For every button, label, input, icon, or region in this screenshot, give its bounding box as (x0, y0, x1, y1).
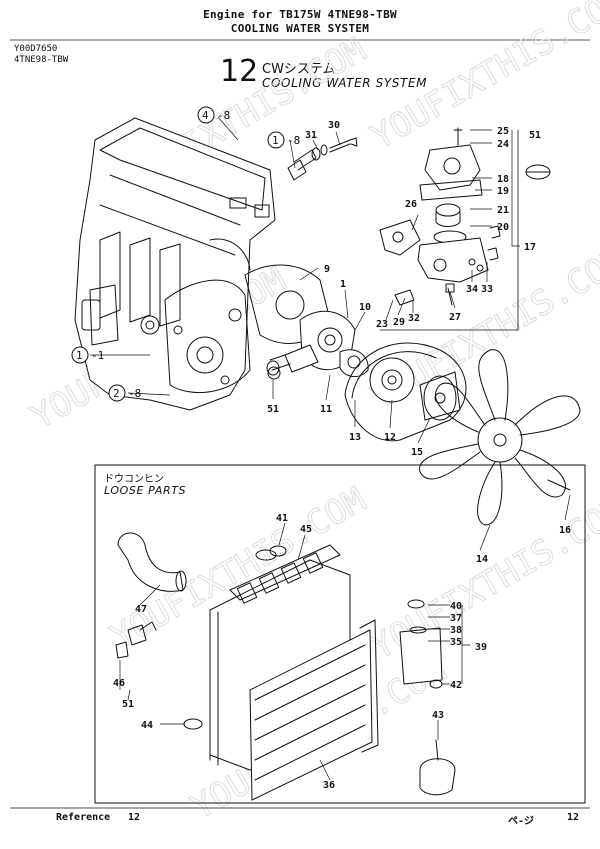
footer-page-label: ペ-ジ (508, 816, 535, 827)
part-label: 26 (405, 199, 417, 210)
engine-block (74, 117, 276, 411)
assembly-bracket (379, 129, 519, 331)
part-label: 42 (450, 680, 462, 691)
part-label: 13 (349, 432, 361, 443)
part-label: 9 (324, 264, 330, 275)
part-label: 32 (408, 313, 420, 324)
circled-ref-suffix: -1 (91, 349, 104, 362)
part-label: 41 (276, 513, 288, 524)
part-label: 51 (122, 699, 134, 710)
part-label: 38 (450, 625, 462, 636)
model-code: 4TNE98-TBW (14, 55, 69, 65)
part-label: 31 (305, 130, 317, 141)
doc-code: Y00D7650 (14, 44, 58, 54)
thermostat-housing-assembly (379, 127, 551, 306)
part-label: 36 (323, 780, 335, 791)
footer-reference-label: Reference (56, 812, 111, 823)
part-label: 12 (384, 432, 396, 443)
part-label: 44 (141, 720, 153, 731)
radiator (209, 544, 379, 801)
section-title-japanese: CWシステム (262, 62, 336, 77)
drain-cock-assembly (287, 137, 358, 181)
hose-clamp (183, 718, 203, 730)
footer-reference-value: 12 (128, 812, 141, 823)
loose-parts-box (94, 464, 586, 804)
footer-page-value: 12 (567, 812, 580, 823)
part-label: 19 (497, 186, 509, 197)
water-pump-assembly (244, 264, 369, 377)
circled-ref-number: 2 (113, 387, 120, 400)
part-label: 16 (559, 525, 571, 536)
circled-ref-suffix: -8 (217, 109, 230, 122)
part-label: 1 (340, 279, 346, 290)
part-label: 37 (450, 613, 462, 624)
part-label: 29 (393, 317, 405, 328)
part-label: 23 (376, 319, 388, 330)
part-label: 33 (481, 284, 493, 295)
header-line-1: Engine for TB175W 4TNE98-TBW (203, 8, 397, 21)
part-label: 30 (328, 120, 340, 131)
cooling-fan (419, 349, 581, 526)
circled-ref-number: 1 (76, 349, 83, 362)
part-label: 35 (450, 637, 462, 648)
part-label: 24 (497, 139, 509, 150)
part-label: 43 (432, 710, 444, 721)
hose-clamp (267, 366, 281, 380)
circled-ref-suffix: -8 (287, 134, 300, 147)
header-line-2: COOLING WATER SYSTEM (230, 22, 370, 35)
part-label: 14 (476, 554, 488, 565)
part-label: 20 (497, 222, 509, 233)
part-label: 18 (497, 174, 509, 185)
circled-ref-suffix: -8 (128, 387, 141, 400)
part-label: 47 (135, 604, 147, 615)
part-label: 46 (113, 678, 125, 689)
overflow-bottle (419, 739, 456, 796)
circled-ref-number: 1 (272, 134, 279, 147)
circled-callouts: 4 -8 1 -8 1 -1 2 -8 (71, 106, 300, 402)
part-label: 51 (529, 130, 541, 141)
part-label: 17 (524, 242, 536, 253)
part-label: 11 (320, 404, 332, 415)
hose-clamp (269, 545, 287, 557)
part-label: 25 (497, 126, 509, 137)
section-title-english: COOLING WATER SYSTEM (262, 76, 428, 90)
part-number-labels: 30 31 9 1 10 11 51 12 13 15 14 16 25 24 … (113, 120, 571, 791)
radiator-drain-cock (115, 621, 157, 659)
loose-parts-english: LOOSE PARTS (104, 484, 187, 497)
section-number: 12 (220, 54, 259, 89)
radiator-hose (117, 532, 187, 592)
part-label: 45 (300, 524, 312, 535)
reserve-tank (399, 599, 443, 689)
part-label: 27 (449, 312, 461, 323)
part-label: 10 (359, 302, 371, 313)
part-label: 15 (411, 447, 423, 458)
part-label: 34 (466, 284, 478, 295)
part-label: 51 (267, 404, 279, 415)
watermark-text: YOUFIXTHIS.COM (365, 0, 600, 158)
part-label: 21 (497, 205, 509, 216)
part-label: 40 (450, 601, 462, 612)
circled-ref-number: 4 (202, 109, 209, 122)
loose-parts-japanese: ドウコンヒン (104, 474, 164, 485)
part-label: 39 (475, 642, 487, 653)
